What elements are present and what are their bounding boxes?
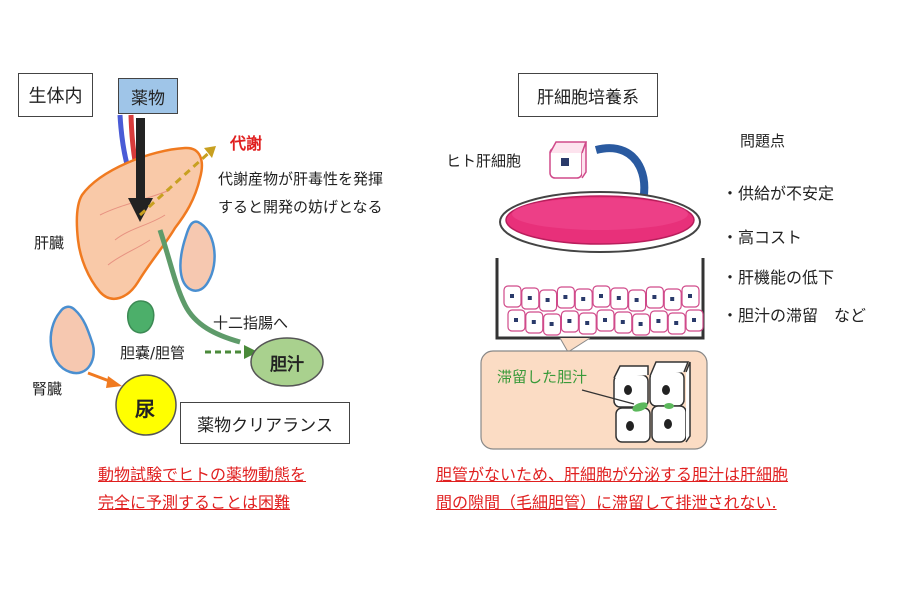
hepatocyte-cube <box>549 141 588 179</box>
hepatocyte-nucleus <box>581 297 586 301</box>
bile-ellipse <box>250 337 324 387</box>
hepatocyte-nucleus <box>638 322 643 326</box>
culture-box: 肝細胞培養系 <box>518 73 658 117</box>
hepatocyte-nucleus <box>563 295 568 299</box>
gallbladder <box>127 300 155 334</box>
urine-label: 尿 <box>135 397 155 421</box>
hepatocyte-label: ヒト肝細胞 <box>446 152 522 170</box>
problems-title: 問題点 <box>740 132 786 150</box>
hepatocyte-nucleus <box>674 321 679 325</box>
clearance-box: 薬物クリアランス <box>180 402 350 444</box>
hepatocyte-nucleus <box>692 318 696 322</box>
hepatocyte-nucleus <box>688 294 692 298</box>
urine-circle <box>115 374 177 436</box>
kidney-left <box>49 305 95 375</box>
retained-bile-label: 滞留した胆汁 <box>497 368 588 386</box>
culture-label: 肝細胞培養系 <box>537 87 639 108</box>
hepatocyte-nucleus <box>656 319 661 323</box>
problem-item: ・高コスト <box>722 228 803 247</box>
right-conclusion-line1: 胆管がないため、肝細胞が分泌する胆汁は肝細胞 <box>436 465 789 484</box>
hepatocyte-nucleus <box>545 298 550 302</box>
hepatocyte-layer <box>503 285 704 336</box>
hepatocyte-nucleus <box>620 320 625 324</box>
metabolism-label: 代謝 <box>230 134 263 153</box>
clearance-label: 薬物クリアランス <box>197 415 333 436</box>
in-vivo-box: 生体内 <box>18 73 93 117</box>
hepatocyte-nucleus <box>549 322 554 326</box>
in-vivo-label: 生体内 <box>28 86 83 107</box>
liver-label: 肝臓 <box>34 234 65 252</box>
hepatocyte-nucleus <box>510 294 514 298</box>
bile-duct <box>157 229 241 345</box>
left-conclusion-line2: 完全に予測することは困難 <box>98 493 291 512</box>
duodenum-label: 十二指腸へ <box>213 314 289 332</box>
hepatocyte-nucleus <box>514 318 518 322</box>
hepatocyte-cluster <box>613 361 691 443</box>
metabolite-note-line2: すると開発の妨げとなる <box>218 198 383 216</box>
problem-item: ・供給が不安定 <box>722 184 835 203</box>
kidney-label: 腎臓 <box>32 380 63 398</box>
hepatocyte-nucleus <box>603 318 607 322</box>
kidney-right <box>179 220 216 292</box>
hepatocyte-nucleus <box>599 294 603 298</box>
hepatocyte-nucleus <box>585 321 590 325</box>
hepatocyte-nucleus <box>670 297 675 301</box>
metabolite-note-line1: 代謝産物が肝毒性を発揮 <box>218 170 384 188</box>
hepatocyte-nucleus <box>567 319 572 323</box>
problem-item: ・胆汁の滞留 など <box>722 306 867 325</box>
drug-box: 薬物 <box>118 78 178 114</box>
left-conclusion-line1: 動物試験でヒトの薬物動態を <box>98 465 307 484</box>
hepatocyte-nucleus <box>531 320 536 324</box>
right-conclusion-line2: 間の隙間（毛細胆管）に滞留して排泄されない. <box>436 493 777 512</box>
bile-label: 胆汁 <box>270 355 304 375</box>
hepatocyte-nucleus <box>652 295 657 299</box>
hepatocyte-nucleus <box>527 296 532 300</box>
problem-item: ・肝機能の低下 <box>722 268 835 287</box>
hepatocyte-nucleus <box>616 296 621 300</box>
gallbladder-label: 胆嚢/胆管 <box>120 344 186 362</box>
hepatocyte-nucleus <box>634 298 639 302</box>
drug-label: 薬物 <box>131 88 165 109</box>
